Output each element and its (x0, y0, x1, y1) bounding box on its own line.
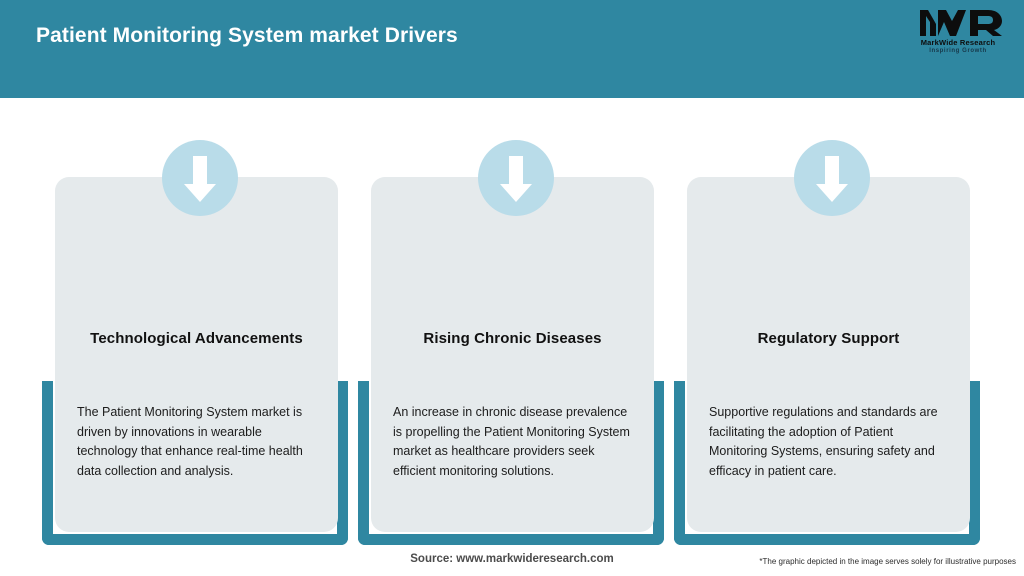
bracket-arm-left (42, 381, 53, 545)
driver-card-1[interactable]: Technological Advancements The Patient M… (42, 98, 358, 548)
bracket-arm-left (674, 381, 685, 545)
bracket-arm-right (337, 381, 348, 545)
card-bracket (358, 381, 664, 545)
header-banner: Patient Monitoring System market Drivers… (0, 0, 1024, 98)
card-body-text: An increase in chronic disease prevalenc… (393, 405, 630, 478)
mwr-logo-mark (906, 8, 1010, 38)
card-panel: Rising Chronic Diseases An increase in c… (371, 177, 654, 532)
markwide-research-logo: MarkWide Research Inspiring Growth (906, 8, 1010, 60)
page-title: Patient Monitoring System market Drivers (36, 24, 458, 47)
drivers-card-row: Technological Advancements The Patient M… (0, 98, 1024, 576)
down-arrow-icon (478, 140, 554, 216)
bracket-base (358, 534, 664, 545)
driver-card-2[interactable]: Rising Chronic Diseases An increase in c… (358, 98, 674, 548)
card-panel: Regulatory Support Supportive regulation… (687, 177, 970, 532)
card-bracket (42, 381, 348, 545)
card-bracket (674, 381, 980, 545)
bracket-arm-right (969, 381, 980, 545)
logo-tagline: Inspiring Growth (929, 48, 987, 54)
down-arrow-icon (162, 140, 238, 216)
card-panel: Technological Advancements The Patient M… (55, 177, 338, 532)
disclaimer-note: *The graphic depicted in the image serve… (759, 557, 1016, 566)
card-body-text: Supportive regulations and standards are… (709, 405, 938, 478)
card-body-text: The Patient Monitoring System market is … (77, 405, 303, 478)
driver-card-3[interactable]: Regulatory Support Supportive regulation… (674, 98, 990, 548)
down-arrow-icon (794, 140, 870, 216)
bracket-base (42, 534, 348, 545)
bracket-arm-right (653, 381, 664, 545)
card-title: Regulatory Support (757, 330, 900, 347)
card-title: Rising Chronic Diseases (423, 330, 602, 347)
bracket-arm-left (358, 381, 369, 545)
logo-company-name: MarkWide Research (920, 38, 996, 47)
bracket-base (674, 534, 980, 545)
source-note: Source: www.markwideresearch.com (410, 553, 614, 565)
card-title: Technological Advancements (90, 330, 303, 347)
